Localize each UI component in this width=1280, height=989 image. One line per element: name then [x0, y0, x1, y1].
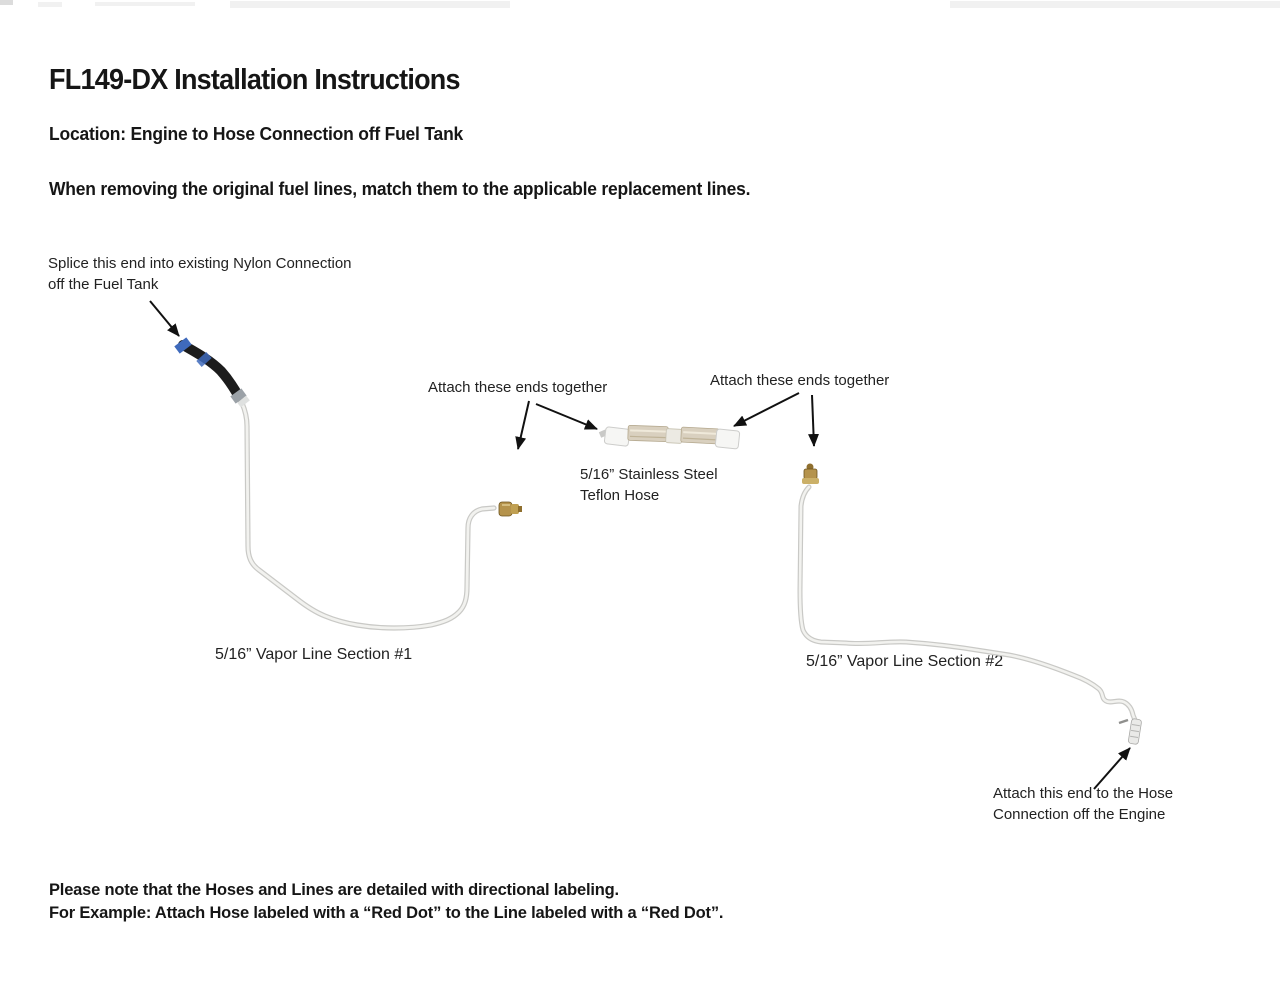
footer-note-line2: For Example: Attach Hose labeled with a … [49, 903, 724, 922]
scan-artifact-bar [950, 1, 1280, 8]
attach-ends-right-label: Attach these ends together [710, 372, 890, 389]
location-line: Location: Engine to Hose Connection off … [49, 124, 464, 144]
tiny-label-mark [1118, 718, 1129, 725]
nylon-connection-hose [178, 340, 244, 402]
vapor-line-2-tube-core [798, 485, 1137, 722]
vapor-line-2-label: 5/16” Vapor Line Section #2 [806, 653, 1004, 670]
scan-artifact-bar [0, 0, 13, 5]
attach-right-arrow-to-line2 [808, 394, 820, 447]
blue-connector-band [196, 352, 212, 367]
stainless-teflon-hose [598, 424, 741, 450]
vapor-line-2-end-fitting [1128, 718, 1142, 745]
engine-arrow [1093, 747, 1131, 790]
splice-annotation-line2: off the Fuel Tank [48, 276, 159, 293]
hose-mid-connector [665, 428, 683, 444]
hose-braid-right [680, 426, 720, 445]
stainless-hose-label-line1: 5/16” Stainless Steel [580, 466, 718, 483]
blue-connector-cap [174, 337, 192, 354]
vapor-line-1-tube-edge [239, 400, 497, 631]
vapor-line-1-brass-fitting [498, 501, 522, 517]
vapor-line-1-label: 5/16” Vapor Line Section #1 [215, 646, 413, 663]
footer-note: Please note that the Hoses and Lines are… [49, 878, 723, 924]
scan-artifact-bar [38, 2, 62, 7]
page-title: FL149-DX Installation Instructions [49, 64, 461, 96]
footer-note-line1: Please note that the Hoses and Lines are… [49, 880, 619, 899]
hose-braid-left [627, 424, 669, 443]
stainless-hose-label: 5/16” Stainless Steel Teflon Hose [580, 464, 718, 506]
splice-arrow [149, 300, 180, 337]
splice-annotation-line1: Splice this end into existing Nylon Conn… [48, 255, 352, 272]
attach-left-arrow-to-hose [535, 403, 598, 430]
hose-right-fitting [714, 428, 741, 450]
splice-annotation: Splice this end into existing Nylon Conn… [48, 253, 352, 295]
vapor-line-2-tube-edge [797, 484, 1138, 723]
attach-right-arrow-to-hose [733, 392, 800, 427]
vapor-line-1 [174, 337, 522, 631]
scan-artifact-bar [95, 2, 195, 6]
annotation-arrows [149, 300, 1131, 790]
attach-ends-left-label: Attach these ends together [428, 379, 608, 396]
stainless-hose-label-line2: Teflon Hose [580, 487, 660, 504]
vapor-line-2 [797, 463, 1142, 745]
engine-annotation-line1: Attach this end to the Hose [993, 785, 1174, 802]
vapor-line-2-brass-fitting [802, 463, 819, 484]
engine-annotation-line2: Connection off the Engine [993, 806, 1166, 823]
hose-left-fitting [603, 426, 631, 447]
scan-artifact-bar [230, 1, 510, 8]
hose-clamp [230, 388, 247, 404]
hose-clamp-highlight [237, 395, 250, 408]
engine-annotation: Attach this end to the Hose Connection o… [993, 783, 1173, 825]
vapor-line-1-tube-core [240, 401, 496, 630]
instruction-line: When removing the original fuel lines, m… [49, 179, 751, 199]
attach-left-arrow-to-line1 [515, 400, 530, 450]
